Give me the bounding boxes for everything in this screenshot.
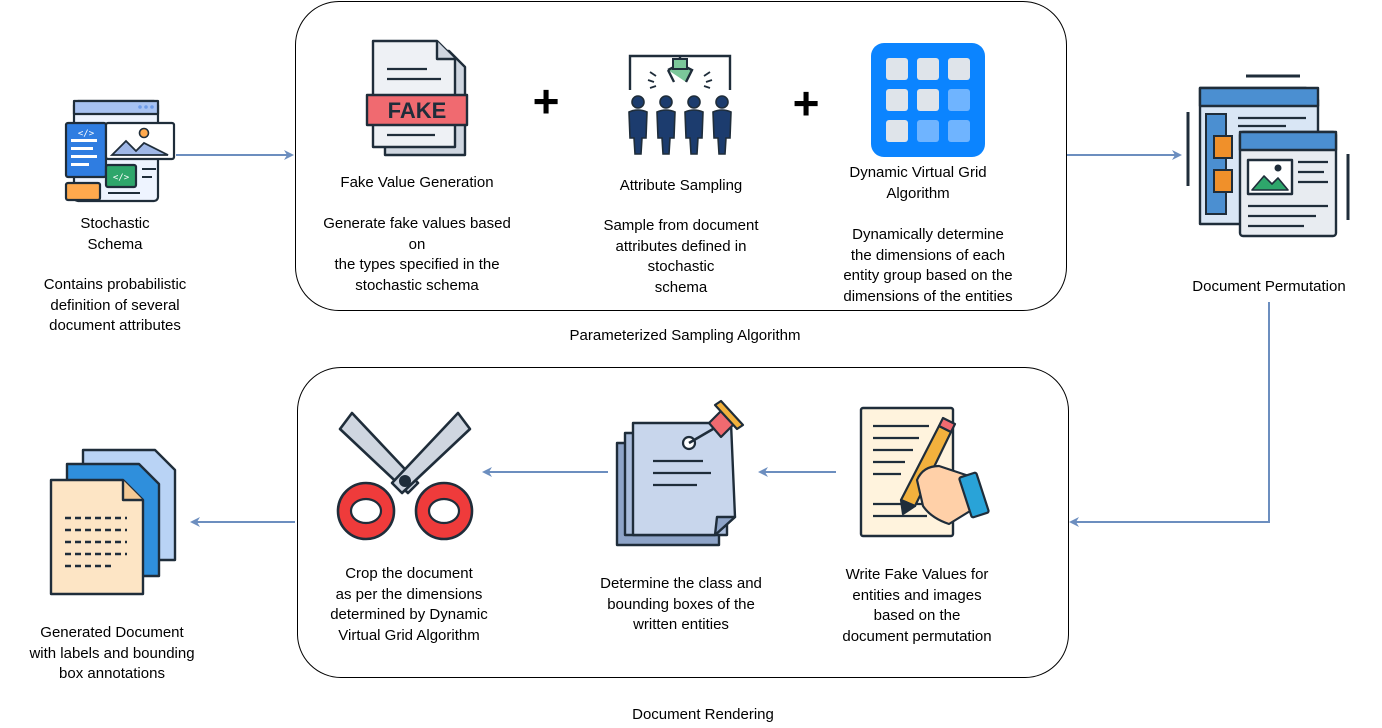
grid-algorithm-title: Dynamic Virtual Grid Algorithm: [849, 164, 987, 202]
svg-text:</>: </>: [78, 129, 95, 139]
crop-description: Crop the document as per the dimensions …: [330, 565, 488, 644]
schema-description: Contains probabilistic definition of sev…: [43, 276, 187, 334]
fake-value-title: Fake Value Generation: [340, 174, 494, 191]
document-stack-icon: [49, 448, 177, 596]
document-layout-icon: [1186, 74, 1350, 238]
sampling-caption: Parameterized Sampling Algorithm: [569, 327, 801, 344]
determine-boxes-description: Determine the class and bounding boxes o…: [600, 575, 762, 633]
rendering-box: [297, 367, 1069, 678]
pinned-notes-icon: [615, 399, 745, 547]
svg-text:</>: </>: [113, 173, 130, 183]
document-permutation-label: Document Permutation: [1192, 278, 1346, 295]
fake-value-description: Generate fake values based on the types …: [323, 215, 511, 294]
sampling-box: [295, 1, 1067, 311]
attribute-sampling-title: Attribute Sampling: [619, 177, 743, 194]
attribute-sampling-description: Sample from document attributes defined …: [603, 217, 759, 296]
generated-document-label: Generated Document with labels and bound…: [29, 624, 195, 682]
fake-document-icon: FAKE: [365, 39, 469, 157]
grid-algorithm-description: Dynamically determine the dimensions of …: [843, 226, 1013, 305]
plus-sign-2: +: [792, 77, 820, 129]
arrow-permutation-to-rendering: [1069, 302, 1270, 527]
scissors-icon: [336, 411, 474, 541]
rendering-caption: Document Rendering: [632, 706, 774, 723]
writing-hand-icon: [859, 406, 990, 538]
write-values-description: Write Fake Values for entities and image…: [842, 566, 992, 645]
web-layout-icon: </> </>: [64, 99, 176, 203]
grid-icon: [871, 43, 985, 157]
schema-title: Stochastic Schema: [80, 215, 150, 253]
plus-sign: +: [532, 75, 560, 127]
svg-text:FAKE: FAKE: [388, 98, 447, 123]
people-sampling-icon: [628, 54, 732, 155]
